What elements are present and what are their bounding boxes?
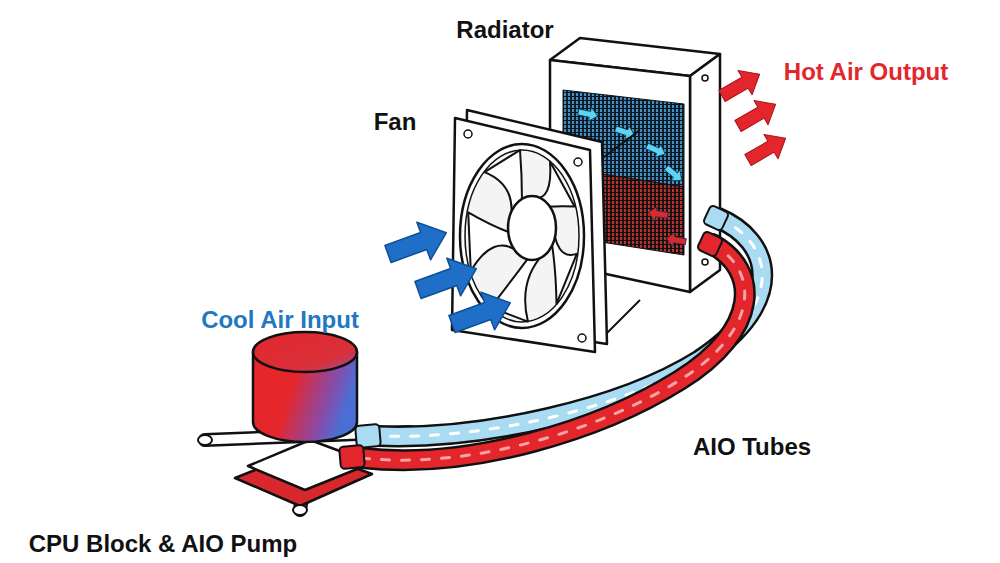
hot-flow-arrow [647, 206, 669, 223]
mount-plate [248, 440, 372, 490]
cool-tube [378, 218, 762, 436]
radiator-screw [702, 75, 708, 81]
hot-air-arrow [741, 126, 793, 172]
fan-rod [604, 300, 640, 336]
hot-air-arrows [715, 62, 793, 172]
hot-tube-flow [362, 244, 745, 460]
fan-screw [578, 334, 586, 342]
hot-fitting [697, 231, 724, 258]
fan-opening [460, 144, 584, 328]
cool-air-arrows [381, 214, 517, 343]
part-label: Fan [374, 108, 417, 137]
radiator-screw [702, 259, 708, 265]
cool-flow-arrow [613, 122, 636, 141]
part-label: CPU Block & AIO Pump [29, 530, 297, 559]
cool-flow-arrow [644, 140, 668, 161]
cool-flow-arrow [662, 162, 686, 186]
tube-outline [362, 244, 745, 460]
cool-tube-flow [378, 218, 762, 436]
hot-fitting [339, 445, 365, 469]
cpu-block [198, 332, 417, 515]
airflow-label: Cool Air Input [201, 306, 359, 335]
airflow-label: Hot Air Output [784, 58, 948, 87]
part-label: Radiator [456, 16, 553, 45]
cool-fitting [703, 205, 730, 232]
fan-hub [508, 196, 556, 260]
fan-screw [574, 158, 582, 166]
hot-flow-arrow [665, 231, 687, 248]
hot-air-arrow [731, 92, 783, 138]
cool-flow-arrow [577, 105, 599, 123]
aio-tubes [362, 218, 762, 460]
pump-top [253, 332, 357, 372]
fan-rod [600, 130, 640, 160]
part-label: AIO Tubes [693, 433, 811, 462]
fan-screw [464, 130, 472, 138]
cool-air-arrow [381, 214, 453, 273]
mount-screw [293, 505, 307, 515]
hot-tube [362, 244, 745, 460]
cool-air-arrow [445, 284, 517, 343]
tube-fittings [339, 205, 729, 469]
tube-outline [378, 218, 762, 436]
mount-screw [198, 435, 212, 445]
cool-air-arrow [411, 250, 483, 309]
